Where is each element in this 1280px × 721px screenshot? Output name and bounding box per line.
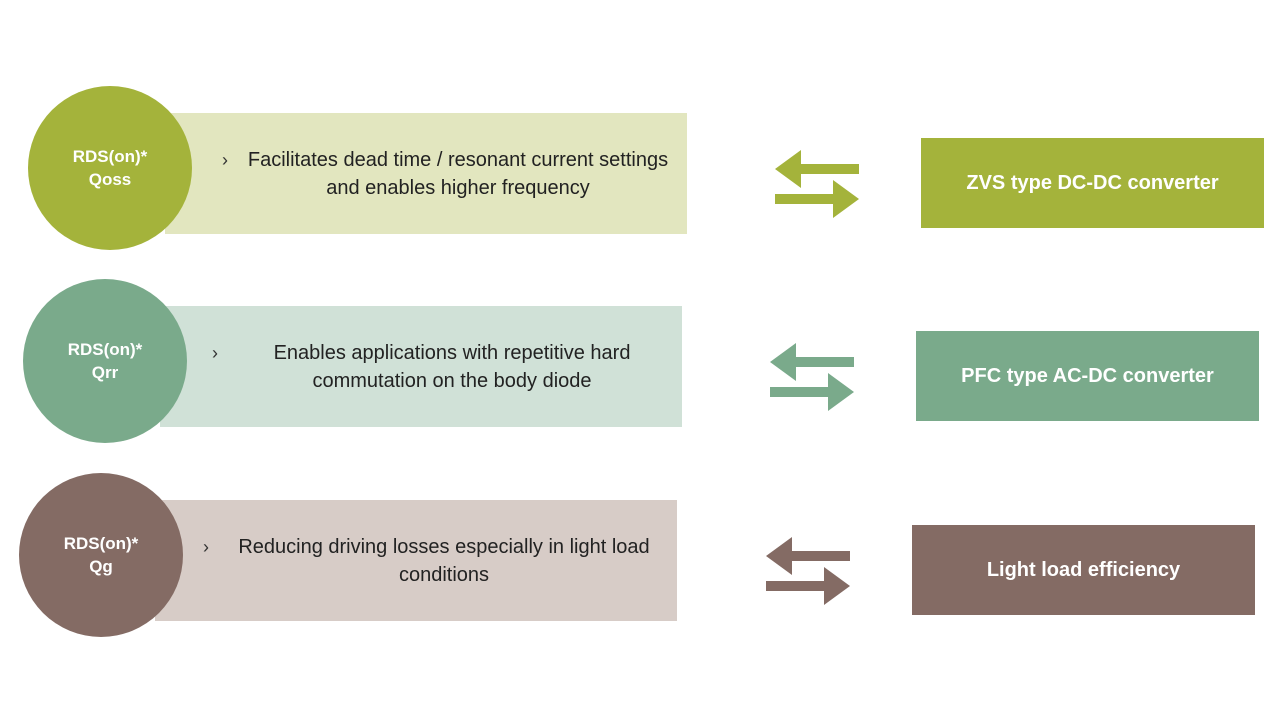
application-box: Light load efficiency [912,525,1255,615]
application-box: PFC type AC-DC converter [916,331,1259,421]
description: Reducing driving losses especially in li… [238,535,650,586]
circle-line1: RDS(on)* [63,534,139,553]
row-qoss: RDS(on)* Qoss › Facilitates dead time / … [0,86,1280,256]
figure-of-merit-circle: RDS(on)* Qoss [28,86,192,250]
bidirectional-arrows-icon [775,150,859,218]
description-bar [160,306,682,427]
circle-line2: Qoss [88,170,132,189]
bidirectional-arrows-icon [770,343,854,411]
circle-line1: RDS(on)* [67,340,143,359]
circle-line1: RDS(on)* [72,147,148,166]
description: Enables applications with repetitive har… [273,341,631,392]
bullet-icon: › [222,150,228,170]
figure-of-merit-circle: RDS(on)* Qg [19,473,183,637]
row-qg: RDS(on)* Qg › Reducing driving losses es… [0,473,1280,643]
bullet-icon: › [203,537,209,557]
circle-line2: Qrr [91,363,119,382]
bullet-icon: › [212,343,218,363]
circle-line2: Qg [89,557,113,576]
row-qrr: RDS(on)* Qrr › Enables applications with… [0,279,1280,449]
application-box: ZVS type DC-DC converter [921,138,1264,228]
description-bar [165,113,687,234]
bidirectional-arrows-icon [766,537,850,605]
description-bar [155,500,677,621]
description: Facilitates dead time / resonant current… [247,148,669,199]
figure-of-merit-circle: RDS(on)* Qrr [23,279,187,443]
